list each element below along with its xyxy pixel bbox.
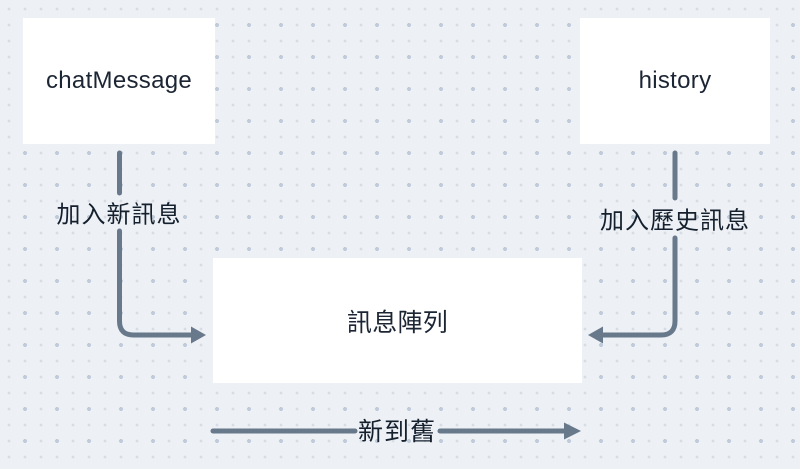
arrowhead-into-array-left [191,326,206,344]
edge-label-add-history-message: 加入歷史訊息 [600,207,750,235]
node-chatmessage: chatMessage [23,18,215,144]
node-history: history [580,18,770,144]
node-message-array: 訊息陣列 [213,258,582,383]
node-history-label: history [638,67,712,94]
arrowhead-order [564,422,581,440]
node-chatmessage-label: chatMessage [45,67,193,94]
node-message-array-label: 訊息陣列 [346,308,449,337]
edge-history-to-array-bottom [600,235,678,338]
edge-label-add-new-message: 加入新訊息 [56,201,182,229]
arrowhead-into-array-right [588,326,603,344]
edge-label-new-to-old: 新到舊 [357,418,437,446]
edge-chatmessage-to-array-bottom [117,228,194,338]
